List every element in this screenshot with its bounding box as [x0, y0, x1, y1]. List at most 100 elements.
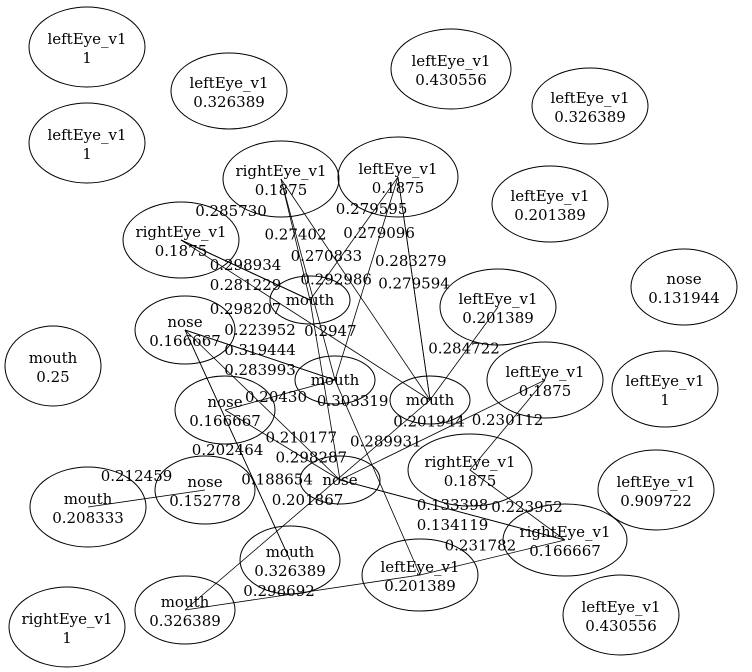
- edge-weight-label: 0.210177: [266, 429, 338, 447]
- edge-weight-label: 0.298287: [276, 449, 348, 467]
- graph-node[interactable]: leftEye_v10.1875: [337, 136, 459, 218]
- edge: [280, 178, 336, 381]
- node-value: 0.201389: [462, 309, 534, 327]
- node-ellipse: [630, 248, 738, 326]
- graph-node[interactable]: leftEye_v10.1875: [486, 341, 604, 419]
- edge: [180, 239, 311, 301]
- node-ellipse: [134, 575, 236, 645]
- graph-node[interactable]: rightEye_v10.1875: [222, 140, 340, 218]
- node-ellipse: [562, 574, 680, 656]
- node-label: leftEye_v1: [625, 372, 704, 390]
- node-value: 0.326389: [254, 562, 326, 580]
- edge-weight-label: 0.201944: [393, 412, 465, 430]
- graph-node[interactable]: rightEye_v10.166667: [502, 503, 628, 577]
- node-ellipse: [8, 586, 126, 668]
- node-ellipse: [4, 325, 102, 407]
- nodes: leftEye_v11leftEye_v10.326389leftEye_v10…: [4, 6, 738, 668]
- node-ellipse: [294, 355, 376, 405]
- graph-node[interactable]: mouth: [269, 275, 351, 325]
- node-value: 0.430556: [585, 617, 657, 635]
- graph-node[interactable]: mouth: [294, 355, 376, 405]
- node-value: 1: [82, 49, 92, 67]
- node-value: 0.1875: [155, 242, 208, 260]
- node-value: 0.326389: [554, 108, 626, 126]
- edge: [184, 329, 336, 381]
- graph-node[interactable]: leftEye_v10.326389: [170, 52, 288, 130]
- node-ellipse: [611, 350, 719, 428]
- graph-node[interactable]: leftEye_v10.201389: [439, 268, 557, 346]
- graph-node[interactable]: leftEye_v10.201389: [491, 165, 609, 243]
- graph-node[interactable]: nose: [299, 455, 381, 505]
- edge-weight-label: 0.283993: [224, 361, 296, 379]
- node-label: leftEye_v1: [358, 160, 437, 178]
- node-ellipse: [531, 67, 649, 145]
- graph-node[interactable]: leftEye_v11: [611, 350, 719, 428]
- graph-node[interactable]: leftEye_v10.430556: [562, 574, 680, 656]
- node-label: mouth: [266, 543, 315, 561]
- node-ellipse: [28, 102, 146, 184]
- edge-weight-label: 0.284722: [428, 340, 500, 358]
- node-label: mouth: [311, 371, 360, 389]
- edge: [184, 329, 341, 481]
- node-value: 0.326389: [149, 612, 221, 630]
- edge-weight-label: 0.303319: [317, 392, 389, 410]
- graph-node[interactable]: leftEye_v11: [28, 102, 146, 184]
- node-label: rightEye_v1: [519, 523, 610, 541]
- node-label: leftEye_v1: [550, 89, 629, 107]
- node-label: leftEye_v1: [505, 363, 584, 381]
- node-ellipse: [122, 201, 240, 279]
- edge-weight-label: 0.212459: [101, 467, 173, 485]
- edge: [469, 379, 546, 471]
- node-label: mouth: [406, 391, 455, 409]
- edge: [419, 539, 566, 576]
- node-label: mouth: [161, 593, 210, 611]
- node-value: 0.909722: [620, 492, 692, 510]
- node-ellipse: [390, 28, 512, 110]
- edge-weight-label: 0.223952: [224, 321, 296, 339]
- node-ellipse: [491, 165, 609, 243]
- edge-weight-label: 0.281229: [210, 276, 282, 294]
- graph-node[interactable]: leftEye_v10.909722: [597, 449, 715, 531]
- graph-node[interactable]: leftEye_v10.430556: [390, 28, 512, 110]
- graph-node[interactable]: rightEye_v10.1875: [407, 433, 533, 507]
- edge: [184, 399, 431, 611]
- edge: [309, 176, 399, 301]
- edge-weight-label: 0.231782: [445, 537, 517, 555]
- node-label: rightEye_v1: [235, 162, 326, 180]
- edge-weight-label: 0.201867: [272, 491, 344, 509]
- edge-weight-label: 0.289931: [350, 433, 422, 451]
- node-label: leftEye_v1: [510, 187, 589, 205]
- graph-node[interactable]: leftEye_v10.326389: [531, 67, 649, 145]
- node-ellipse: [597, 449, 715, 531]
- node-ellipse: [239, 525, 341, 595]
- node-value: 1: [62, 629, 72, 647]
- node-label: leftEye_v1: [380, 558, 459, 576]
- graph-node[interactable]: leftEye_v11: [28, 6, 146, 88]
- graph-node[interactable]: leftEye_v10.201389: [361, 538, 479, 612]
- edge-weight-label: 0.298934: [210, 256, 282, 274]
- node-ellipse: [170, 52, 288, 130]
- edge-weight-label: 0.188654: [241, 471, 313, 489]
- node-ellipse: [389, 375, 471, 425]
- graph-node[interactable]: rightEye_v10.1875: [122, 201, 240, 279]
- graph-node[interactable]: mouth: [389, 375, 471, 425]
- node-value: 0.430556: [415, 71, 487, 89]
- edge-weight-label: 0.2947: [304, 322, 357, 340]
- node-label: rightEye_v1: [21, 610, 112, 628]
- edge-weight-label: 0.279595: [336, 200, 408, 218]
- node-label: nose: [666, 270, 701, 288]
- node-value: 0.152778: [169, 492, 241, 510]
- node-value: 1: [82, 145, 92, 163]
- node-value: 1: [660, 391, 670, 409]
- edge-weight-label: 0.279096: [343, 224, 415, 242]
- graph-node[interactable]: rightEye_v11: [8, 586, 126, 668]
